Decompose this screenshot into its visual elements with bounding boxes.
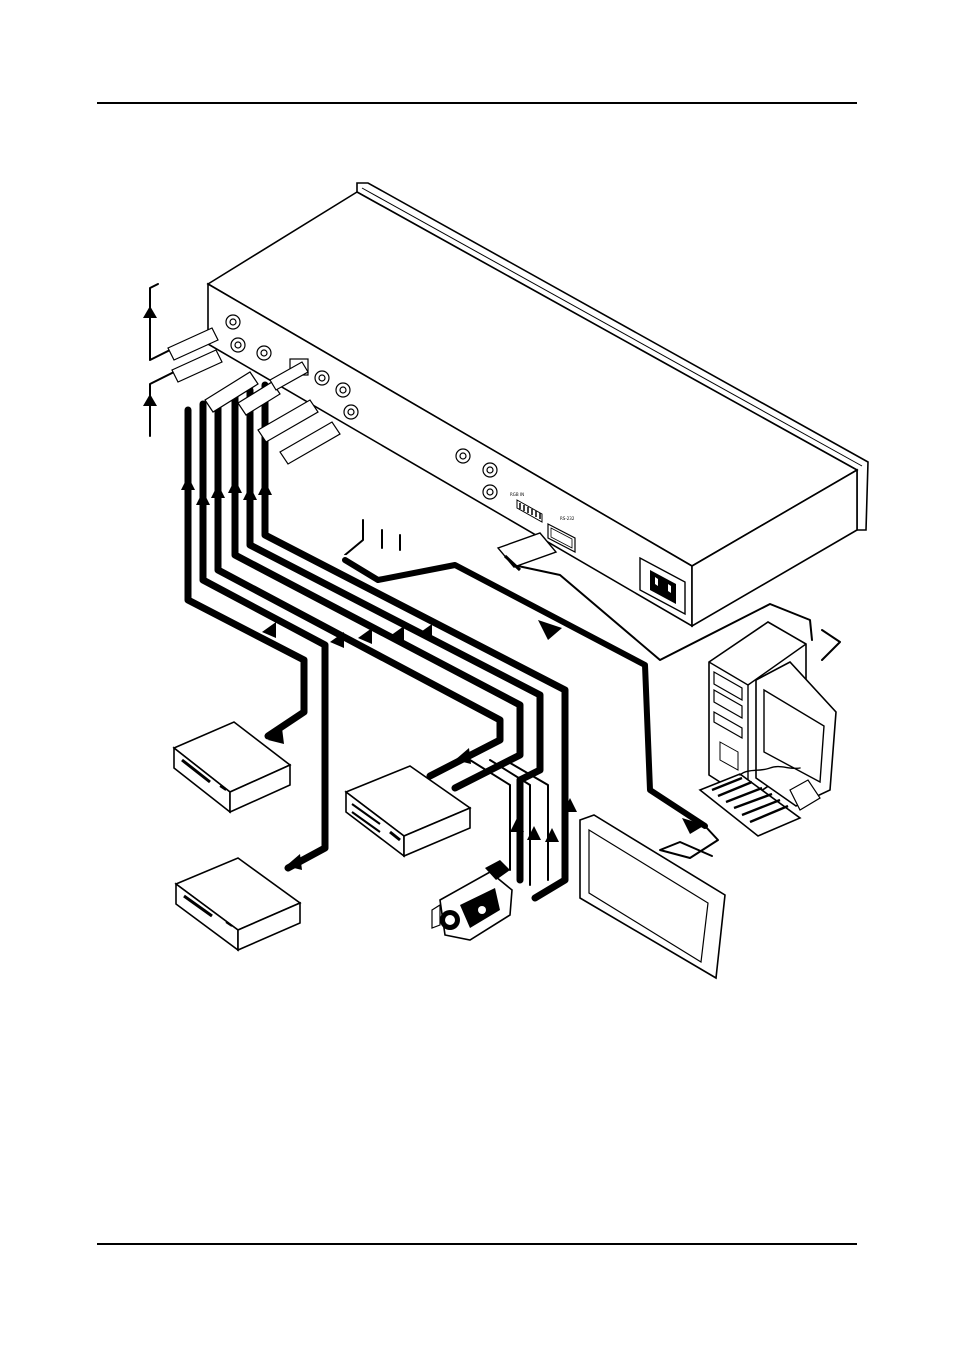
plasma-display [580, 815, 725, 978]
arrow-up-icon [143, 306, 157, 318]
rs232-label: RS-232 [560, 516, 575, 521]
arrow-up-icon [143, 394, 157, 406]
vcr-3 [346, 766, 470, 856]
rgb-in-label: RGB IN [510, 492, 524, 497]
camcorder [432, 860, 512, 940]
pc [700, 622, 836, 836]
vcr-2 [176, 858, 300, 950]
